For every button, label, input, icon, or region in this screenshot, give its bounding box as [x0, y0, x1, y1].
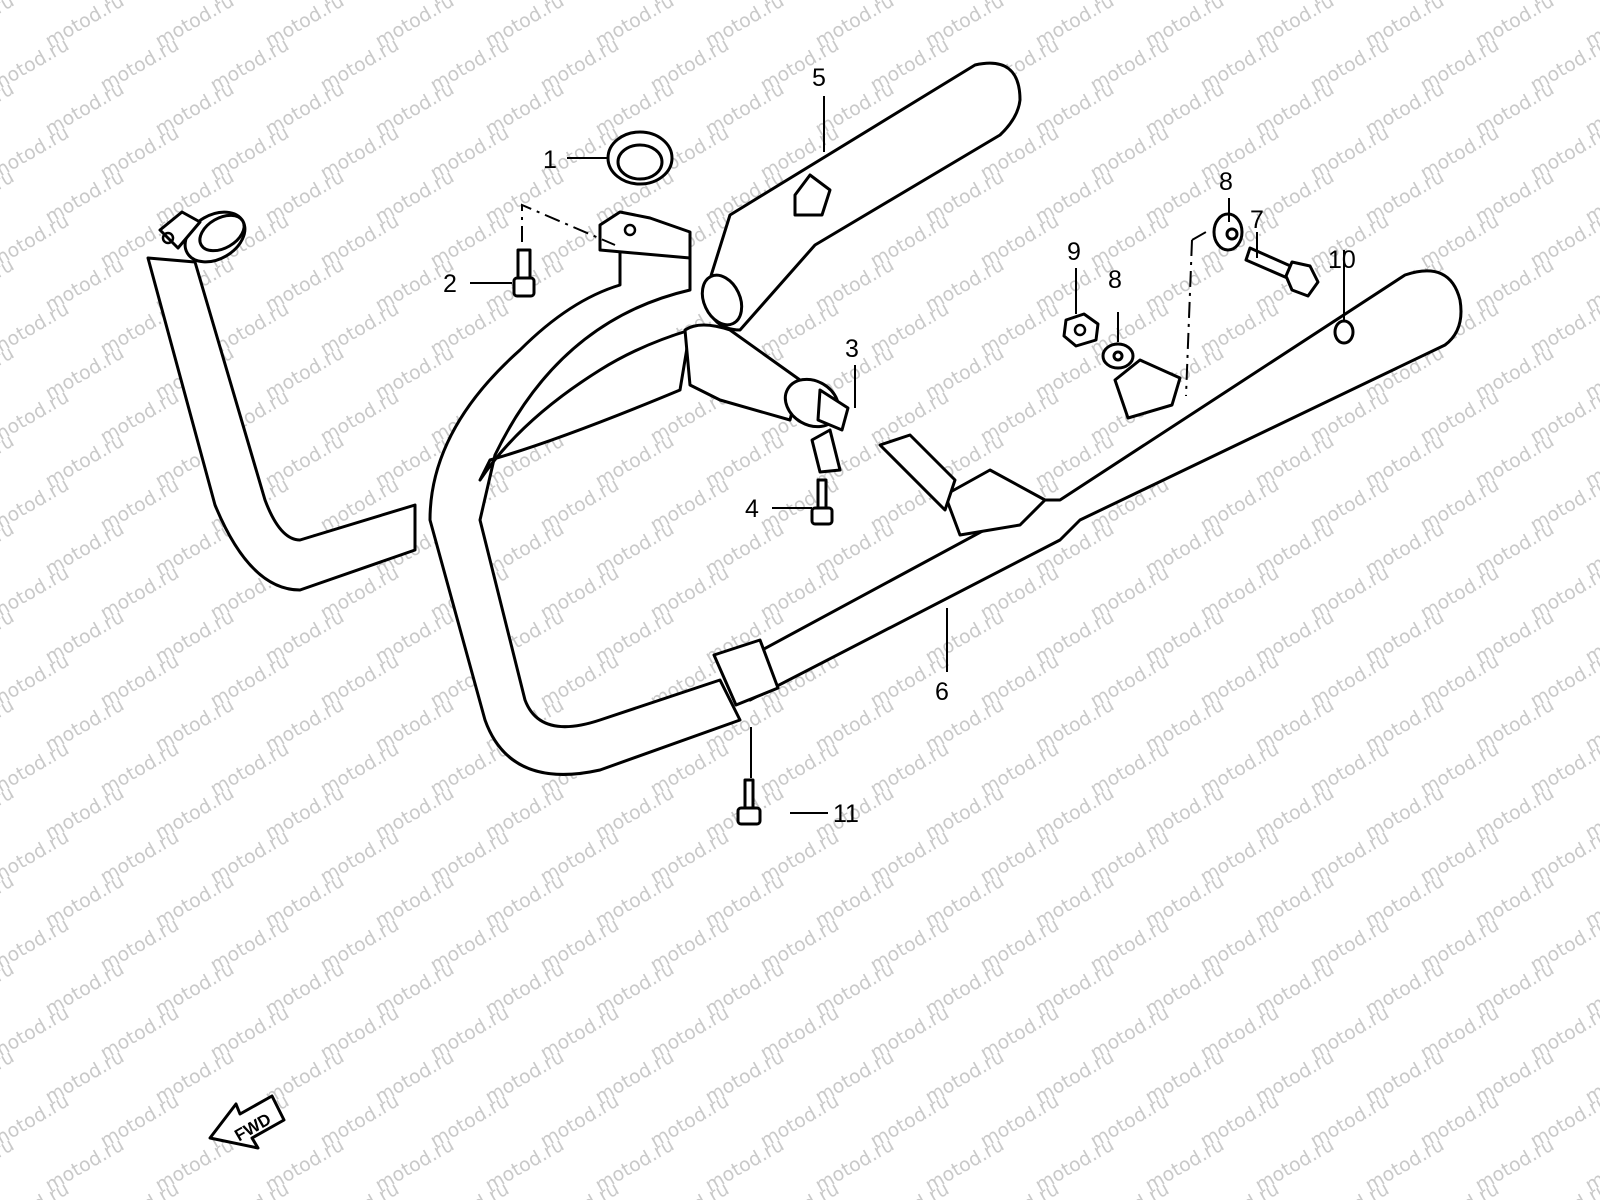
watermark-text: motod.ru [867, 1178, 953, 1200]
watermark-text: motod.ru [0, 870, 18, 933]
front-exhaust-pipe [146, 210, 417, 592]
callout-labels: 1 2 3 4 5 6 7 8 8 9 10 11 [443, 64, 1356, 828]
bolt-part-11 [736, 778, 762, 826]
watermark-text: motod.ru [1197, 1178, 1283, 1200]
callout-3[interactable]: 3 [845, 335, 859, 363]
callout-4[interactable]: 4 [745, 495, 759, 523]
watermark-text: motod.ru [1307, 1178, 1393, 1200]
callout-8-upper[interactable]: 8 [1219, 168, 1233, 196]
bolt-part-4 [810, 478, 834, 526]
cushion-part [1333, 319, 1355, 345]
watermark-text: motod.ru [757, 1178, 843, 1200]
callout-11[interactable]: 11 [833, 800, 859, 828]
watermark-text: motod.ru [0, 1046, 18, 1109]
callout-2[interactable]: 2 [443, 270, 457, 298]
callout-1[interactable]: 1 [543, 146, 557, 174]
watermark-text: motod.ru [977, 1178, 1063, 1200]
bolt-part-2 [512, 248, 536, 298]
watermark-text: motod.ru [0, 78, 18, 141]
forward-direction-arrow: FWD [208, 1094, 286, 1150]
rear-exhaust-pipe [428, 210, 742, 776]
watermark-text: motod.ru [317, 1178, 403, 1200]
alignment-line-8 [1185, 231, 1207, 397]
watermark-text: motod.ru [0, 606, 18, 669]
watermark-text: motod.ru [427, 1178, 513, 1200]
muffler-upper [700, 61, 1022, 332]
washer-part-upper [1212, 212, 1244, 252]
watermark-text: motod.ru [0, 0, 18, 52]
watermark-text: motod.ru [537, 1178, 623, 1200]
callout-8-lower[interactable]: 8 [1108, 266, 1122, 294]
alignment-line-2 [521, 203, 616, 246]
watermark-text: motod.ru [0, 958, 18, 1021]
watermark-text: motod.ru [97, 1178, 183, 1200]
washer-part-lower [1101, 342, 1135, 370]
bolt-part-7 [1244, 246, 1320, 298]
watermark-text: motod.ru [0, 342, 18, 405]
watermark-text: motod.ru [0, 1178, 73, 1200]
watermark-text: motod.ru [0, 694, 18, 757]
leader-lines [470, 96, 1345, 814]
watermark-text: motod.ru [0, 518, 18, 581]
watermark-text: motod.ru [1417, 1178, 1503, 1200]
watermark-text: motod.ru [0, 166, 18, 229]
watermark-text: motod.ru [647, 1178, 733, 1200]
callout-6[interactable]: 6 [935, 678, 949, 706]
collar-band [712, 638, 780, 707]
watermark-text: motod.ru [0, 254, 18, 317]
gasket-part [606, 130, 674, 186]
watermark-text: motod.ru [207, 1178, 293, 1200]
muffler-lower [723, 269, 1463, 702]
nut-part [1062, 312, 1100, 348]
callout-7[interactable]: 7 [1250, 206, 1264, 234]
watermark-text: motod.ru [0, 782, 18, 845]
watermark-text: motod.ru [1087, 1178, 1173, 1200]
watermark-text: motod.ru [0, 430, 18, 493]
crossover-pipe [478, 323, 850, 482]
watermark-text: motod.ru [0, 1134, 18, 1197]
callout-5[interactable]: 5 [812, 64, 826, 92]
callout-10[interactable]: 10 [1328, 246, 1356, 274]
callout-9[interactable]: 9 [1067, 238, 1081, 266]
